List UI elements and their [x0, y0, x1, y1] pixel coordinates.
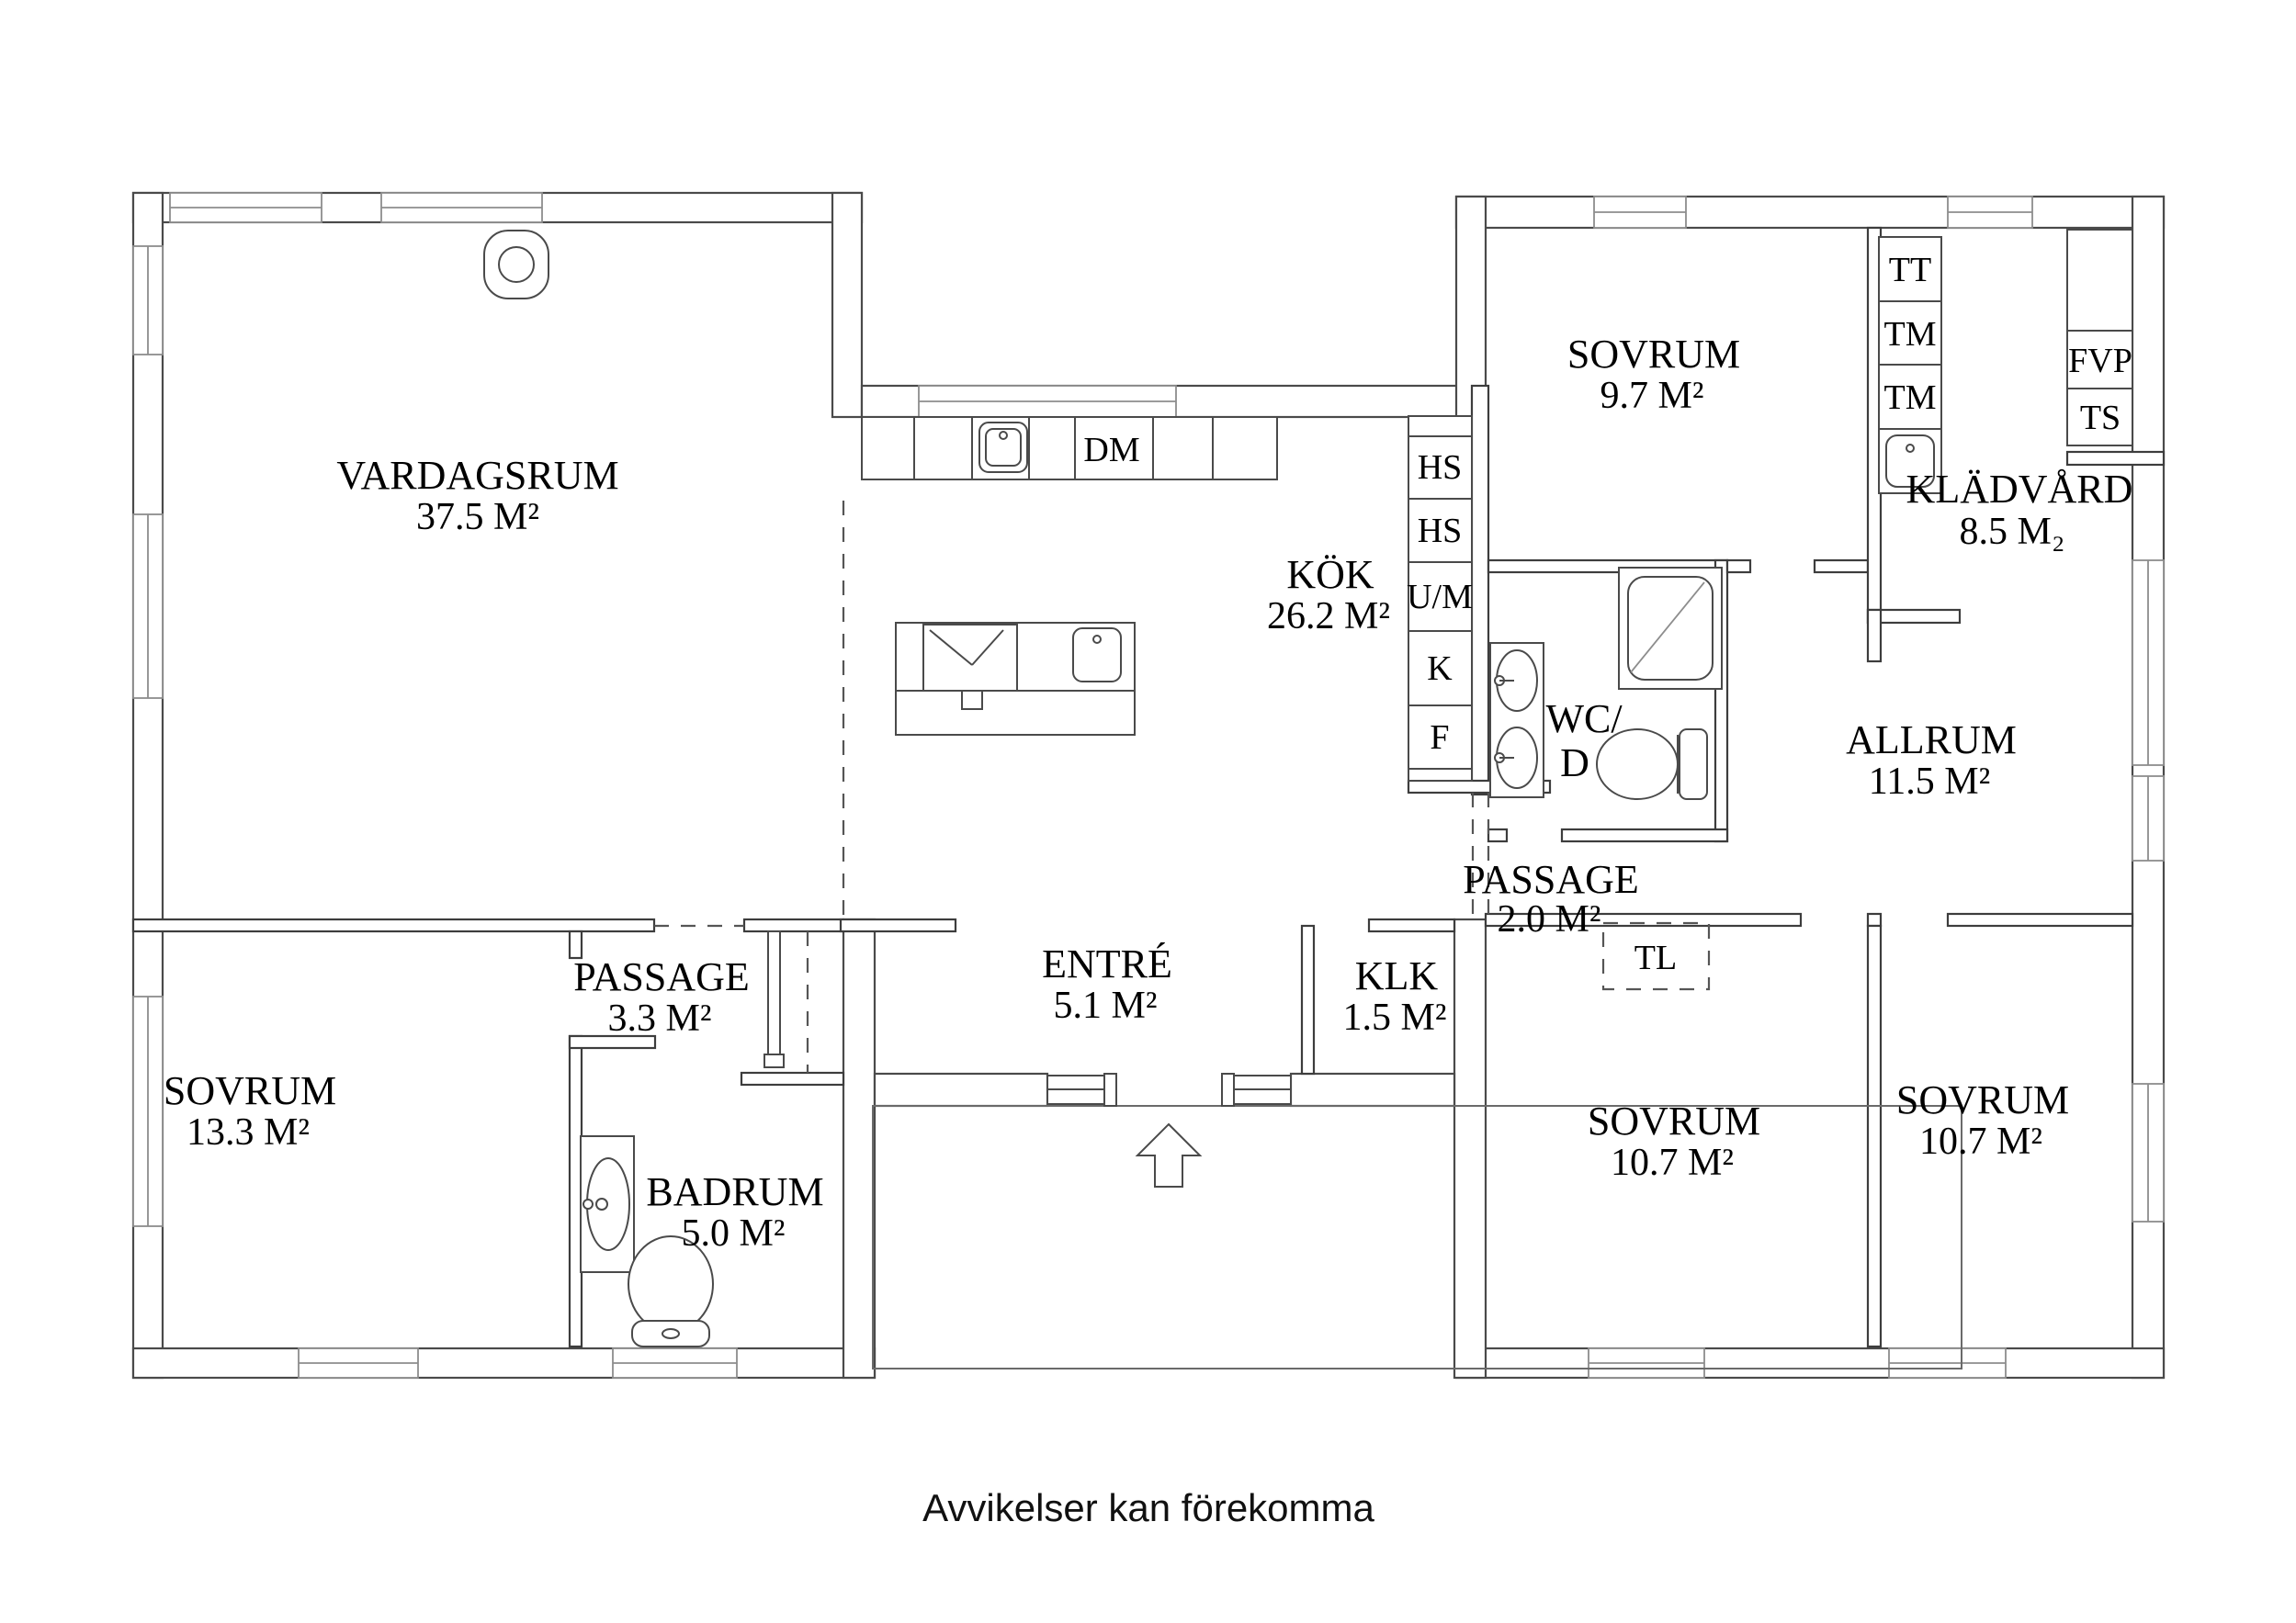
kitchen-sink-icon	[978, 422, 1028, 473]
label-tm-2: TM	[1884, 378, 1937, 417]
appliance-labels: DM HS HS U/M K F TT TM TM FVP TS TL	[1083, 251, 2132, 977]
badrum-toilet-icon	[628, 1235, 714, 1347]
disclaimer-text: Avvikelser kan förekomma	[922, 1486, 1374, 1529]
room-area-klk: 1.5 M²	[1343, 997, 1447, 1039]
windows	[132, 192, 2165, 1379]
fixtures	[483, 229, 2133, 1347]
room-label-sovrum-s1: SOVRUM	[1588, 1099, 1760, 1144]
window	[132, 245, 164, 355]
room-area-entre: 5.1 M²	[1054, 985, 1158, 1027]
window	[612, 1347, 738, 1379]
window	[2132, 559, 2165, 766]
label-fvp: FVP	[2068, 342, 2132, 380]
label-k: K	[1427, 649, 1453, 688]
room-area-sovrum-sv: 13.3 M²	[187, 1111, 310, 1154]
label-tm-1: TM	[1884, 315, 1937, 354]
window	[169, 192, 322, 223]
wc-toilet-icon	[1596, 728, 1708, 800]
room-label-wc: WC/	[1545, 696, 1623, 741]
room-label-sovrum-ne: SOVRUM	[1567, 332, 1740, 377]
tl-dashed-box	[1601, 921, 1711, 991]
room-area-sovrum-s2: 10.7 M²	[1919, 1121, 2042, 1163]
island-sink-icon	[1072, 627, 1122, 682]
window	[918, 385, 1177, 418]
room-area-passage-vast: 3.3 M²	[608, 997, 712, 1040]
room-label-kladvard: KLÄDVÅRD	[1906, 467, 2133, 512]
room-label-allrum: ALLRUM	[1846, 717, 2017, 762]
room-label-passage-ost: PASSAGE	[1463, 857, 1639, 902]
shower-icon	[1618, 567, 1723, 690]
kitchen-island	[895, 622, 1136, 736]
label-tl: TL	[1634, 939, 1677, 977]
laundry-cabinets	[1878, 236, 1942, 494]
room-label-vardagsrum: VARDAGSRUM	[336, 453, 618, 498]
window	[298, 1347, 419, 1379]
fvp-ts-cabinets	[2066, 229, 2133, 446]
room-area-vardagsrum: 37.5 M²	[416, 496, 539, 538]
room-area-badrum: 5.0 M²	[682, 1212, 786, 1255]
kitchen-counter	[861, 416, 1278, 480]
room-label-badrum: BADRUM	[646, 1169, 823, 1214]
room-area-allrum: 11.5 M²	[1869, 761, 1990, 803]
room-label-kok: KÖK	[1286, 552, 1374, 597]
entrance-porch	[872, 1105, 1962, 1369]
kitchen-tall-cabinets	[1408, 415, 1473, 782]
label-um: U/M	[1407, 578, 1473, 616]
label-dishwasher-dm: DM	[1083, 431, 1139, 469]
window	[2132, 1083, 2165, 1223]
window	[1947, 196, 2033, 229]
room-label-entre: ENTRÉ	[1042, 941, 1172, 986]
room-label-passage-vast: PASSAGE	[573, 954, 750, 999]
window	[1888, 1347, 2007, 1379]
door-leaf-passage-vast	[763, 930, 785, 1068]
label-f: F	[1430, 718, 1449, 757]
stove-icon	[922, 624, 1018, 710]
room-label-klk: KLK	[1355, 953, 1439, 998]
room-label-sovrum-sv: SOVRUM	[164, 1068, 336, 1113]
doors	[763, 930, 1292, 1107]
exterior-walls	[131, 191, 2166, 1380]
room-area-sovrum-ne: 9.7 M²	[1600, 375, 1704, 417]
entrance-arrow-icon	[1135, 1122, 1203, 1188]
window	[380, 192, 543, 223]
label-ts: TS	[2080, 399, 2121, 437]
window	[2132, 775, 2165, 862]
wc-double-sink-icon	[1489, 642, 1544, 798]
laundry-sink-icon	[1885, 434, 1935, 488]
label-hs-1: HS	[1418, 448, 1463, 487]
label-hs-2: HS	[1418, 512, 1463, 550]
room-label-sovrum-s2: SOVRUM	[1896, 1077, 2069, 1122]
room-label-wc-d: D	[1560, 740, 1589, 785]
badrum-sink-icon	[580, 1135, 635, 1273]
window	[132, 996, 164, 1227]
entre-door-right	[1221, 1073, 1292, 1107]
label-tt: TT	[1889, 251, 1931, 289]
ceiling-lamp-icon	[483, 230, 549, 299]
window	[1588, 1347, 1705, 1379]
room-area-kladvard: 8.5 M₂	[1960, 511, 2065, 553]
dashed-lines	[654, 501, 1490, 1073]
room-area-sovrum-s1: 10.7 M²	[1611, 1142, 1734, 1184]
room-area-passage-ost: 2.0 M²	[1498, 898, 1601, 941]
entre-door-left	[1046, 1073, 1117, 1107]
room-labels: VARDAGSRUM 37.5 M² KÖK 26.2 M² SOVRUM 9.…	[164, 332, 2133, 1255]
window	[1593, 196, 1687, 229]
interior-walls	[131, 226, 2166, 1348]
room-area-kok: 26.2 M²	[1267, 595, 1390, 637]
window	[132, 513, 164, 699]
